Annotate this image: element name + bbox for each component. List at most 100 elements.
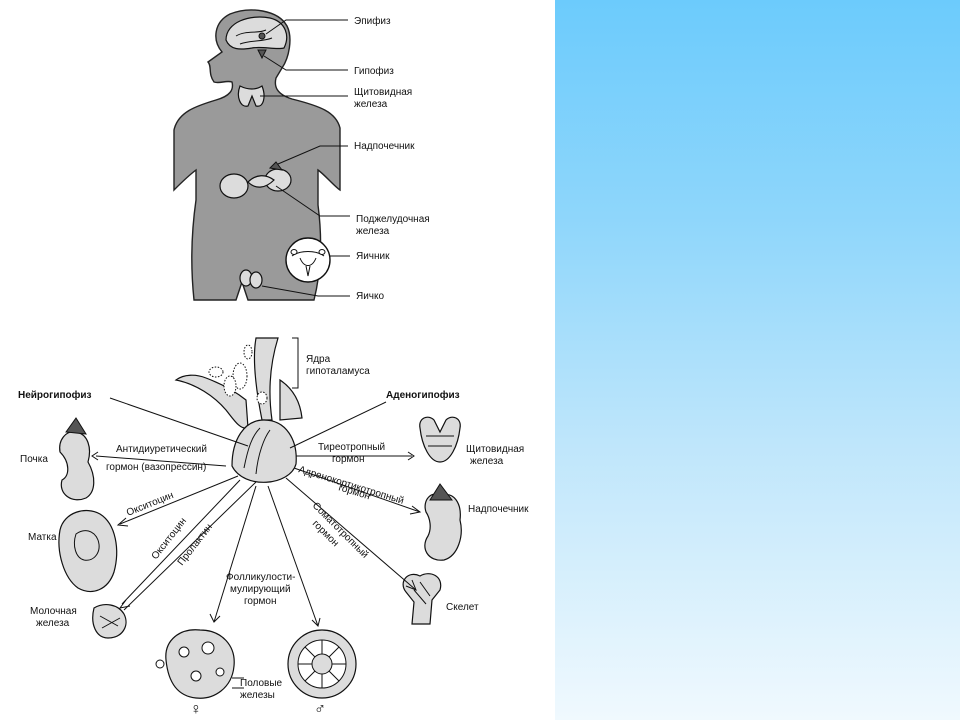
label-thyroid-line1: Щитовидная: [354, 87, 412, 98]
kidney-organ: [59, 431, 95, 501]
kidney-left-shape: [219, 173, 249, 199]
human-body-figure: [173, 9, 341, 301]
ovary-organ: [165, 629, 235, 699]
oxytocin-mammary-arrow: [121, 479, 241, 605]
nucleus-2: [232, 362, 248, 390]
label-neurohypophysis: Нейрогипофиз: [18, 389, 92, 401]
top-labels: Эпифиз Гипофиз Щитовидная железа Надпоче…: [354, 15, 430, 302]
follicle-3: [190, 670, 202, 682]
tsh-arrowhead: [407, 451, 415, 461]
acth-arrow: [293, 467, 421, 513]
thyroid-organ-marks: [426, 435, 454, 447]
top-leader-lines: [260, 19, 350, 297]
brain-folds: [235, 29, 273, 45]
uterus-organ: [58, 509, 118, 593]
label-gonads-line1: Половые: [240, 678, 283, 689]
adenohypophysis-leader: [289, 401, 387, 449]
nucleus-4: [243, 344, 253, 360]
body-silhouette: [173, 9, 341, 301]
label-thyroid-organ-line1: Щитовидная: [466, 444, 524, 455]
label-thyroid-line2: железа: [354, 99, 388, 110]
ovum-dot: [155, 659, 165, 669]
testis-right-shape: [249, 271, 263, 289]
mammary-ducts: [99, 615, 121, 629]
label-hypothalamus-line1: Ядра: [306, 354, 331, 365]
ovary-right-mark: [318, 249, 326, 255]
hypothalamus-bracket: [292, 337, 299, 389]
pituitary-gland: [231, 419, 297, 483]
gonads-leader: [232, 677, 244, 689]
fsh-male-arrow: [267, 485, 319, 627]
hypophysis-mark: [257, 49, 267, 60]
kidney-adrenal-cap: [65, 417, 87, 435]
fsh-male-arrowhead: [311, 617, 321, 627]
ovary-inset-circle: [285, 237, 331, 283]
nucleus-3: [223, 375, 237, 397]
acth-arrowhead: [409, 505, 422, 515]
follicle-1: [178, 646, 190, 658]
label-adrenal: Надпочечник: [354, 141, 415, 152]
nucleus-5: [256, 391, 268, 405]
label-mammary-line2: железа: [36, 618, 70, 629]
brain-section-right: [279, 378, 303, 421]
adrenal-shape: [268, 161, 284, 171]
label-fsh-line3: гормон: [244, 596, 277, 607]
neurohypophysis-leader: [109, 397, 249, 447]
label-pancreas-line2: железа: [356, 226, 390, 237]
adh-arrow: [95, 455, 227, 467]
uterus-fetus: [73, 530, 100, 561]
label-hypothalamus-line2: гипоталамуса: [306, 366, 370, 377]
epiphysis-mark: [258, 32, 266, 40]
figure-panel: Эпифиз Гипофиз Щитовидная железа Надпоче…: [18, 9, 530, 718]
bone-texture: [413, 581, 431, 605]
label-testis: Яичко: [356, 291, 385, 302]
label-tsh-line1: Тиреотропный: [318, 442, 385, 453]
label-skeleton: Скелет: [446, 602, 479, 613]
label-adenohypophysis: Аденогипофиз: [386, 389, 460, 401]
oxytocin-uterus-arrowhead: [116, 517, 129, 527]
testis-tubules: [298, 640, 346, 688]
somatotropin-arrow: [285, 477, 417, 591]
adrenal-organ: [424, 493, 462, 561]
label-mammary-line1: Молочная: [30, 606, 77, 617]
label-fsh-line2: мулирующий: [230, 584, 291, 595]
label-uterus: Матка: [28, 532, 57, 543]
ovary-left-mark: [290, 249, 298, 255]
label-fsh-line1: Фолликулости-: [226, 572, 295, 583]
pancreas-shape: [247, 175, 275, 188]
label-gonads-line2: железы: [240, 690, 275, 701]
brain-shape: [225, 16, 288, 50]
adh-arrowhead: [91, 451, 99, 461]
thyroid-shape: [237, 85, 265, 107]
female-symbol: ♀: [190, 701, 202, 718]
label-hypophysis: Гипофиз: [354, 65, 394, 77]
label-ovary: Яичник: [356, 251, 390, 262]
somatotropin-arrowhead: [405, 579, 417, 591]
label-adh-line2: гормон (вазопрессин): [106, 462, 206, 473]
label-tsh-line2: гормон: [332, 454, 365, 465]
label-thyroid-organ-line2: железа: [470, 456, 504, 467]
pituitary-figure: [58, 337, 462, 699]
fsh-female-arrowhead: [209, 613, 221, 623]
fsh-female-arrow: [213, 485, 257, 623]
adrenal-organ-cap: [429, 483, 453, 501]
label-adrenal-organ: Надпочечник: [468, 504, 529, 515]
label-epiphysis: Эпифиз: [354, 15, 391, 27]
oxytocin-uterus-arrow: [119, 475, 239, 525]
follicle-2: [201, 641, 215, 655]
follicle-4: [215, 667, 225, 677]
brain-section: [174, 374, 249, 429]
endocrine-diagram: Эпифиз Гипофиз Щитовидная железа Надпоче…: [18, 9, 529, 718]
accent-gradient-panel: [555, 0, 960, 720]
label-kidney: Почка: [20, 454, 48, 465]
label-pancreas-line1: Поджелудочная: [356, 214, 430, 225]
mammary-arrowhead: [118, 599, 131, 609]
label-adh-line1: Антидиуретический: [116, 444, 207, 455]
pituitary-fibers: [243, 427, 271, 475]
hypothalamus-stalk: [253, 337, 279, 421]
nucleus-1: [208, 366, 224, 378]
male-symbol: ♂: [314, 701, 326, 718]
thyroid-organ: [419, 416, 461, 463]
prolactin-arrow: [123, 481, 257, 611]
